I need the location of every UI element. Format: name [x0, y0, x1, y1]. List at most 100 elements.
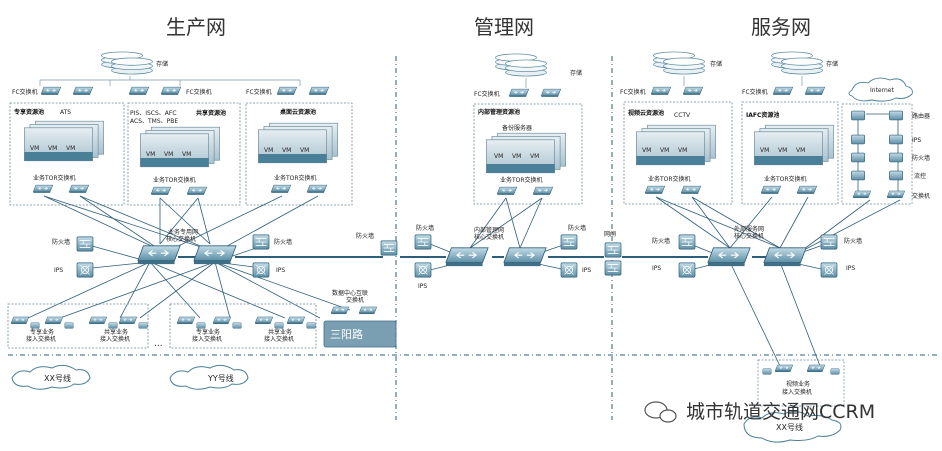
vm-label: VM: [48, 145, 57, 152]
yy-line-label: YY号线: [207, 373, 234, 383]
router-label: 路由器: [912, 112, 930, 120]
shared-access-label-1: 共享业务: [104, 328, 128, 336]
watermark: 城市轨道交通网CCRM: [644, 401, 875, 423]
tor-switch-label: 业务TOR交换机: [764, 175, 807, 183]
ips-device: [252, 262, 270, 278]
tor-switch-label: 业务TOR交换机: [500, 176, 543, 184]
ext-core-label-2: 核心交换机: [734, 232, 764, 240]
vm-label: VM: [660, 147, 669, 154]
vm-label: VM: [146, 151, 155, 158]
gatekeeper-label: 网闸: [604, 230, 616, 238]
fc-switch-label: FC交换机: [620, 88, 646, 96]
video-access-label-2: 接入交换机: [782, 388, 812, 396]
ips-device: [76, 262, 94, 278]
firewall-label: 防火墙: [52, 238, 70, 246]
fc-switch-label: FC交换机: [246, 88, 272, 96]
video-access-label-1: 视频业务: [786, 380, 810, 388]
ext-core-label-1: 外部服务网: [734, 225, 764, 233]
firewall-label: 防火墙: [274, 238, 292, 246]
switch-label: 交换机: [912, 192, 930, 200]
dedicated-access-label-2: 接入交换机: [192, 335, 222, 343]
vm-label: VM: [300, 147, 309, 154]
iafc-pool-title: IAFC资源池: [746, 111, 779, 119]
access-box-2: [169, 303, 317, 349]
vm-label: VM: [264, 147, 273, 154]
tor-switch-label: 业务TOR交换机: [274, 174, 317, 182]
firewall-label: 防火墙: [912, 154, 930, 162]
core-switch-label-2: 核心交换机: [166, 235, 196, 243]
shared-pool-title: 共享资源池: [196, 109, 226, 117]
xx-line-cloud: [11, 364, 91, 390]
vm-label: VM: [282, 147, 291, 154]
ips-label: IPS: [846, 265, 855, 272]
ips-label: IPS: [418, 283, 427, 290]
ips-label: IPS: [912, 137, 921, 144]
production-core-switch-a: [137, 245, 181, 265]
video-pool-box: [623, 101, 733, 205]
external-service-box: [841, 103, 913, 205]
ips-device: [560, 262, 578, 278]
mgmt-pool-title: 内部管理资源池: [478, 108, 520, 116]
xx-line-cloud: [743, 410, 842, 443]
section-separators: [8, 56, 940, 420]
tor-switch-label: 业务TOR交换机: [648, 175, 691, 183]
xx-line-label: XX号线: [776, 422, 803, 432]
vm-label: VM: [796, 147, 805, 154]
service-network: 存储 存储 FC交换机 FC交换机 视频云资源池 CCTV 业务TOR交换机 I…: [620, 51, 930, 443]
production-core-switch-b: [193, 245, 237, 265]
ips-label: IPS: [582, 267, 591, 274]
vm-label: VM: [494, 153, 503, 160]
fc-switch-label: FC交换机: [474, 90, 500, 98]
pis-label-2: ACS、TMS、PBE: [130, 118, 178, 125]
storage-label: 存储: [156, 60, 168, 68]
vm-label: VM: [642, 147, 651, 154]
production-network: 存储 FC交换机 FC交换机 FC交换机 专享资源池 ATS 业务TOR交换机 …: [7, 51, 398, 390]
tor-switch-label: 业务TOR交换机: [33, 174, 76, 182]
firewall-device: [414, 234, 432, 250]
watermark-text: 城市轨道交通网CCRM: [686, 401, 875, 423]
mgmt-pool-box: [473, 103, 583, 205]
ats-label: ATS: [60, 109, 71, 116]
ips-device: [820, 262, 838, 278]
vm-label: VM: [182, 151, 191, 158]
ips-label: IPS: [276, 267, 285, 274]
fc-switch-label: FC交换机: [742, 88, 768, 96]
internet-label: Internet: [870, 87, 894, 94]
firewall-device: [820, 234, 838, 250]
shared-access-label-2: 接入交换机: [100, 335, 130, 343]
section-title-service: 服务网: [751, 15, 811, 39]
firewall-label: 防火墙: [568, 224, 586, 232]
firewall-device: [252, 234, 270, 250]
storage-label: 存储: [570, 69, 582, 77]
internet-cloud: [848, 77, 913, 102]
ips-device: [678, 262, 696, 278]
firewall-label: 防火墙: [652, 237, 670, 245]
cctv-label: CCTV: [674, 112, 691, 119]
management-network: 存储 FC交换机 内部管理资源池 备份服务器 业务TOR交换机 VM VM VM…: [400, 53, 622, 290]
ext-core-switch-b: [763, 247, 807, 267]
tor-switch-label: 业务TOR交换机: [153, 176, 196, 184]
shared-access-label-2: 接入交换机: [264, 335, 294, 343]
flow-control-label: 流控: [914, 172, 926, 180]
vm-label: VM: [760, 147, 769, 154]
firewall-device: [380, 240, 398, 256]
dedicated-pool-title: 专享资源池: [14, 108, 44, 116]
xx-line-label: XX号线: [44, 373, 71, 383]
gatekeeper-device: [604, 242, 622, 258]
dedicated-access-box: [7, 303, 149, 349]
mgmt-core-switch-b: [503, 247, 547, 267]
mgmt-core-switch-a: [445, 247, 489, 267]
fc-switch-label: FC交换机: [12, 88, 38, 96]
gatekeeper-device: [604, 260, 622, 276]
iafc-pool-box: [741, 101, 839, 205]
video-pool-title: 视频云资源池: [628, 109, 664, 117]
fc-switch-label: FC交换机: [186, 88, 212, 96]
sanyang-box: [323, 320, 397, 348]
firewall-device: [76, 236, 94, 252]
pis-label-1: PIS、ISCS、AFC: [130, 110, 177, 117]
desktop-pool-box: [245, 102, 353, 206]
firewall-label: 防火墙: [844, 237, 862, 245]
vm-label: VM: [66, 145, 75, 152]
storage-label: 存储: [826, 60, 838, 68]
